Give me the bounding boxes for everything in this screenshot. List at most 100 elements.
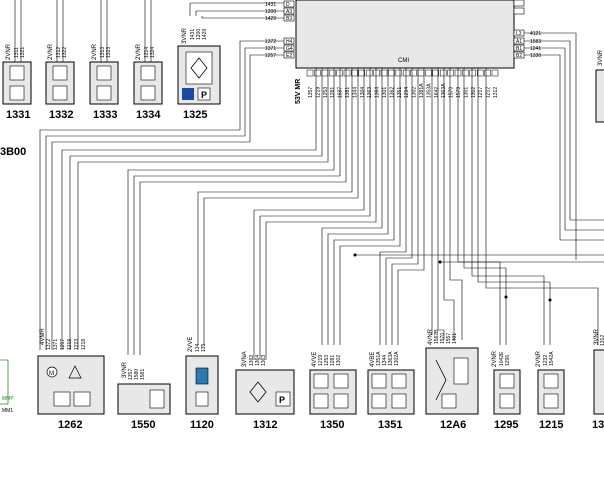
svg-text:1214: 1214 [144,47,150,58]
svg-text:1120: 1120 [190,419,214,431]
pressure-sensor-icon [249,381,267,403]
ecu-pin [439,69,447,77]
wires [39,2,604,360]
component-wire-label: 1302A [394,351,400,366]
svg-text:3VNR: 3VNR [182,27,188,44]
svg-text:1200: 1200 [196,29,202,40]
pin-label: B1 [516,46,522,52]
pin-label: A1 [516,39,522,45]
svg-text:1312: 1312 [56,47,62,58]
ecu-pin [373,69,380,77]
svg-text:P: P [279,395,285,405]
wire-label: 1583 [530,39,541,45]
ecu-pin [432,69,440,77]
ecu-bottom-wire-label: 1570 [449,87,455,98]
sensor-icon [391,393,407,409]
svg-text:1323: 1323 [106,47,112,58]
sensor-icon [499,393,515,409]
parking-icon [197,87,211,101]
fuel-icon [182,88,194,100]
component-1550: 3VNR 1550 [117,361,171,431]
wire-label: 1241 [530,46,541,52]
component-wire-label: 1570 [440,333,446,344]
wire-label: 1200 [265,9,276,15]
ecu-pin [343,69,351,77]
ecu-bottom-wire-label: 1301 [463,87,469,98]
pin-label: A3 [286,9,292,15]
component-wire-label: 1562B [434,329,440,344]
component-wire-label: 1580 [134,369,140,380]
ecu-bottom-wire-label: 1281 [330,87,336,98]
pin-label: B3 [286,16,292,22]
svg-text:2VNR: 2VNR [136,43,142,60]
ecu-right-wires: 4121 1583 1241 1330 L3 A1 B1 B2 [516,31,541,59]
component-wire-label: 1363 [261,355,267,366]
wire-label: 1330 [530,53,541,59]
ecu-bottom-wire-label: 1344 [352,87,358,98]
component-wire-label: 135 [201,343,207,352]
component-wire-label: 1581 [140,369,146,380]
ecu-bottom-wire-label: 1302 [471,87,477,98]
wire-label: 1257 [265,53,276,59]
ecu-bottom-wire-label: 1642 [434,87,440,98]
svg-text:1313: 1313 [100,47,106,58]
ecu-bottom-wire-label: 1357 [308,87,314,98]
ecu-pin [336,69,343,77]
component-1262: 4VMR M 1262 [37,328,105,431]
component-wire-label: 1281 [330,355,336,366]
component-wire-label: 1219 [318,355,324,366]
ecu-pin [410,69,417,77]
sensor-icon [333,393,349,409]
svg-text:2VVE: 2VVE [188,337,194,352]
component-1215: 2VNR 1215 [536,350,565,431]
component-1351: 4VBE 1351 [367,352,415,431]
component-wire-label: 1542A [549,351,555,366]
ecu-bottom-wire-label: 1353A [426,83,432,98]
svg-text:3VNR: 3VNR [122,361,128,378]
component-wire-label: 1302 [336,355,342,366]
svg-text:12A6: 12A6 [440,419,466,431]
ground-symbol: MMP MM1 [0,359,14,414]
svg-text:13: 13 [592,419,604,431]
ecu-pin [351,69,358,77]
svg-text:1550: 1550 [131,419,155,431]
component-wire-label: 1557 [446,333,452,344]
component-1334: 2VNR 1214 1324 1334 [133,0,163,121]
ecu-pin [365,69,373,77]
component-1295: 2VNR 1295 [492,350,521,431]
ecu-bottom-wire-label: 1212 [486,87,492,98]
svg-text:1262: 1262 [58,419,82,431]
svg-text:1312: 1312 [253,419,277,431]
ecu-bottom-wire-label: 1579 [456,87,462,98]
wire-label: 1372 [265,39,276,45]
svg-text:MMP: MMP [2,396,14,402]
ecu-pin [476,69,484,77]
svg-text:4VNR: 4VNR [428,328,434,345]
ecu-pin [484,69,491,77]
component-wire-label: 1232 [543,355,549,366]
parking-icon [275,391,291,407]
svg-text:1431: 1431 [190,29,196,40]
ecu-pin [380,69,388,77]
ecu-bottom-wire-label: 1597 [338,87,344,98]
component-1312: 3VNA P 1312 [235,351,295,431]
ecu-bottom-wire-label: 1302 [412,87,418,98]
ecu-bottom-wire-label: 1362 [389,87,395,98]
ecu-bottom-wire-label: 1219 [315,87,321,98]
component-wire-label: 1312 [600,335,604,346]
component-wire-label: 1223 [74,339,80,350]
wire-label: 1371 [265,46,276,52]
relay-icon [435,359,447,401]
svg-text:1325: 1325 [183,109,207,121]
ecu-pin [469,69,477,77]
component-1120: 2VVE 1120 [185,337,219,431]
svg-text:1429: 1429 [202,29,208,40]
fan-icon [149,389,165,409]
wire-label: 4121 [530,31,541,37]
ecu-bottom-wire-label: 1312 [493,87,499,98]
component-1333: 2VNR 1313 1323 1333 [89,0,119,121]
ecu-pin [321,69,329,77]
component-1332: 2VNR 1312 1322 1332 [45,0,75,121]
svg-text:1332: 1332 [49,109,73,121]
wire-label: 1429 [265,16,276,22]
